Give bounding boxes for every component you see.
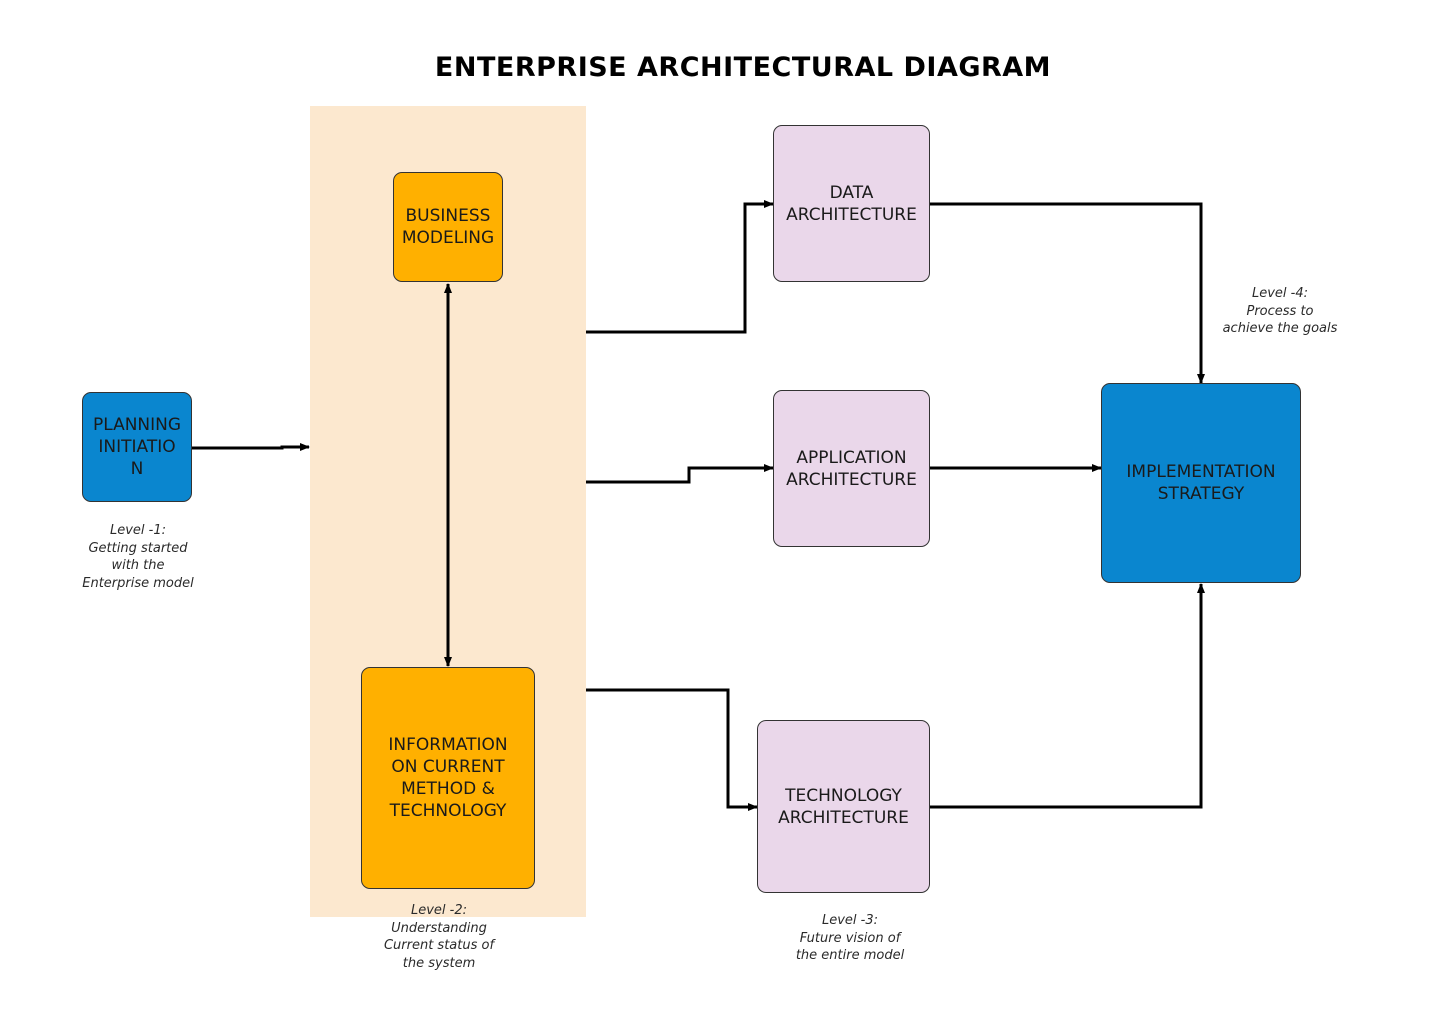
level-2-note: Level -2: Understanding Current status o… — [383, 903, 495, 971]
data-architecture-node: DATA ARCHITECTURE — [773, 125, 930, 282]
connector-panel-to-data — [586, 200, 774, 334]
connector-panel-to-application — [586, 464, 774, 484]
implementation-strategy-node: IMPLEMENTATION STRATEGY — [1101, 383, 1301, 583]
level-1-note: Level -1: Getting started with the Enter… — [82, 523, 194, 591]
connector-technology-to-implementation — [930, 583, 1205, 809]
business-modeling-node: BUSINESS MODELING — [393, 172, 503, 282]
level-4-note: Level -4: Process to achieve the goals — [1222, 286, 1338, 336]
connector-data-to-implementation — [930, 202, 1205, 384]
information-current-method-node: INFORMATION ON CURRENT METHOD & TECHNOLO… — [361, 667, 535, 889]
technology-architecture-node: TECHNOLOGY ARCHITECTURE — [757, 720, 930, 893]
planning-initiation-node: PLANNING INITIATIO N — [82, 392, 192, 502]
diagram-title: ENTERPRISE ARCHITECTURAL DIAGRAM — [434, 52, 1052, 83]
connector-planning-to-panel — [192, 443, 310, 451]
level-3-note: Level -3: Future vision of the entire mo… — [795, 913, 905, 963]
connector-panel-to-technology — [586, 688, 758, 811]
application-architecture-node: APPLICATION ARCHITECTURE — [773, 390, 930, 547]
